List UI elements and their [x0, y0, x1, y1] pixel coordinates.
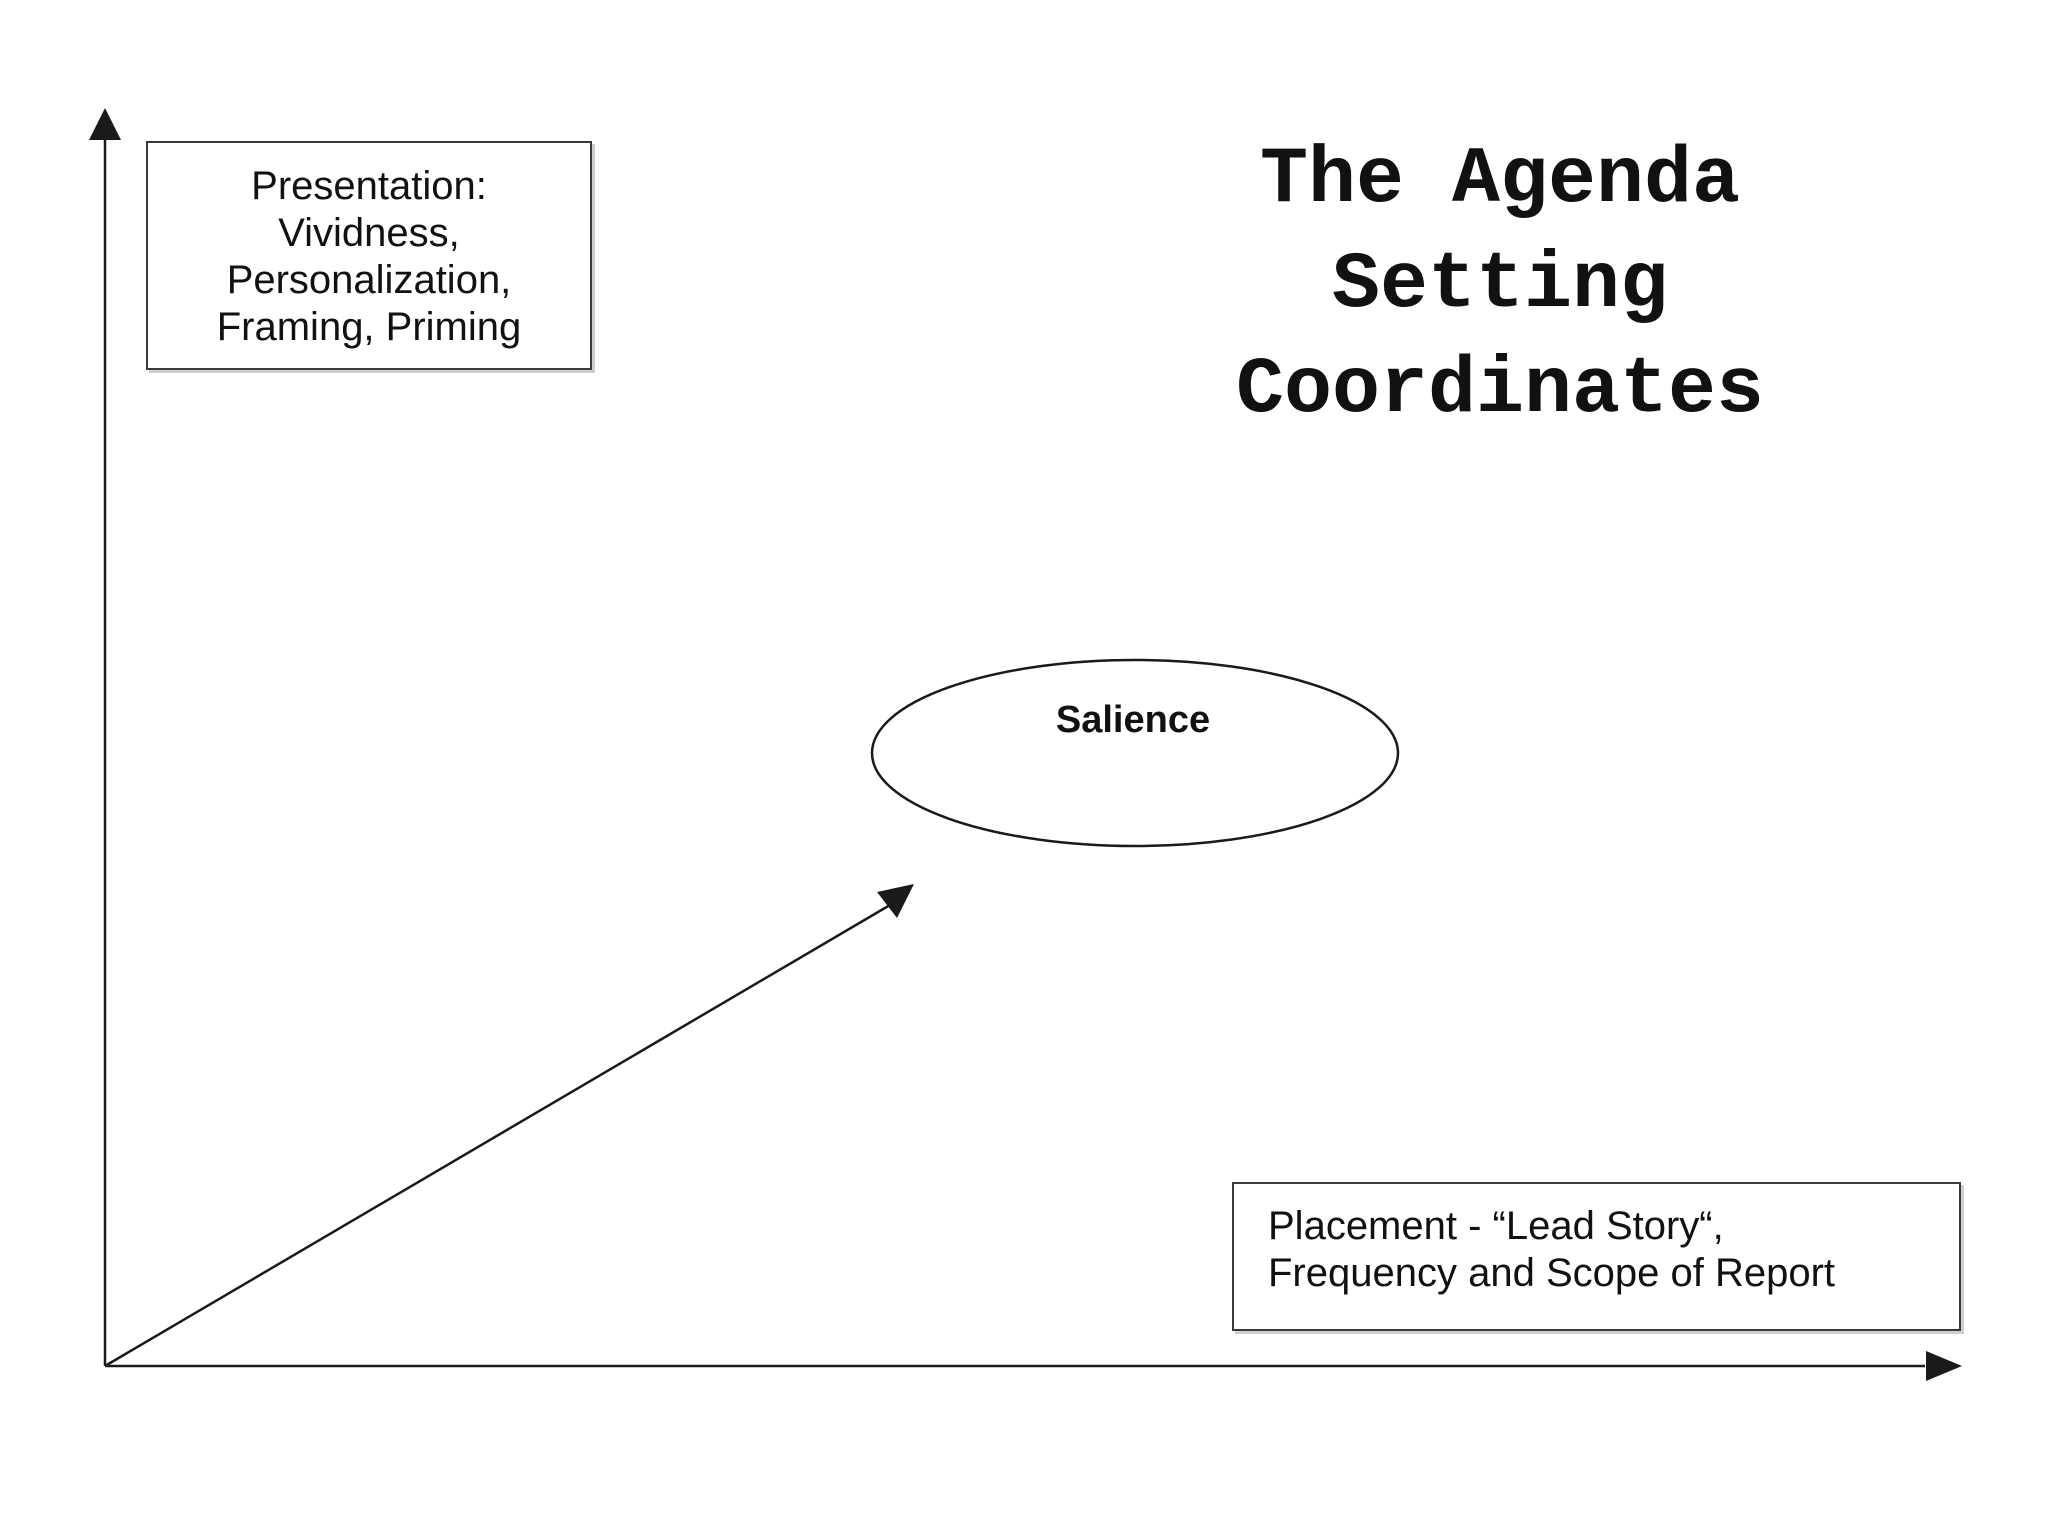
- presentation-box: Presentation: Vividness, Personalization…: [146, 141, 592, 370]
- diagonal-arrow-line: [104, 903, 891, 1368]
- placement-box: Placement - “Lead Story“, Frequency and …: [1232, 1182, 1961, 1331]
- placement-line-1: Placement - “Lead Story“,: [1268, 1204, 1724, 1248]
- presentation-line-3: Personalization,: [226, 258, 512, 302]
- presentation-line-1: Presentation:: [251, 164, 487, 208]
- diagram-title: The Agenda Setting Coordinates: [1120, 128, 1880, 443]
- title-line-1: The Agenda: [1259, 135, 1741, 226]
- title-line-2: Setting: [1331, 240, 1669, 331]
- presentation-line-2: Vividness,: [278, 211, 460, 255]
- horizontal-axis-arrowhead: [1926, 1351, 1962, 1381]
- placement-line-2: Frequency and Scope of Report: [1268, 1251, 1836, 1295]
- presentation-line-4: Framing, Priming: [216, 305, 522, 349]
- title-line-3: Coordinates: [1235, 345, 1765, 436]
- salience-ellipse: [870, 658, 1400, 848]
- salience-label: Salience: [1055, 699, 1211, 741]
- vertical-axis-arrowhead: [89, 108, 121, 140]
- diagonal-arrowhead: [877, 884, 914, 918]
